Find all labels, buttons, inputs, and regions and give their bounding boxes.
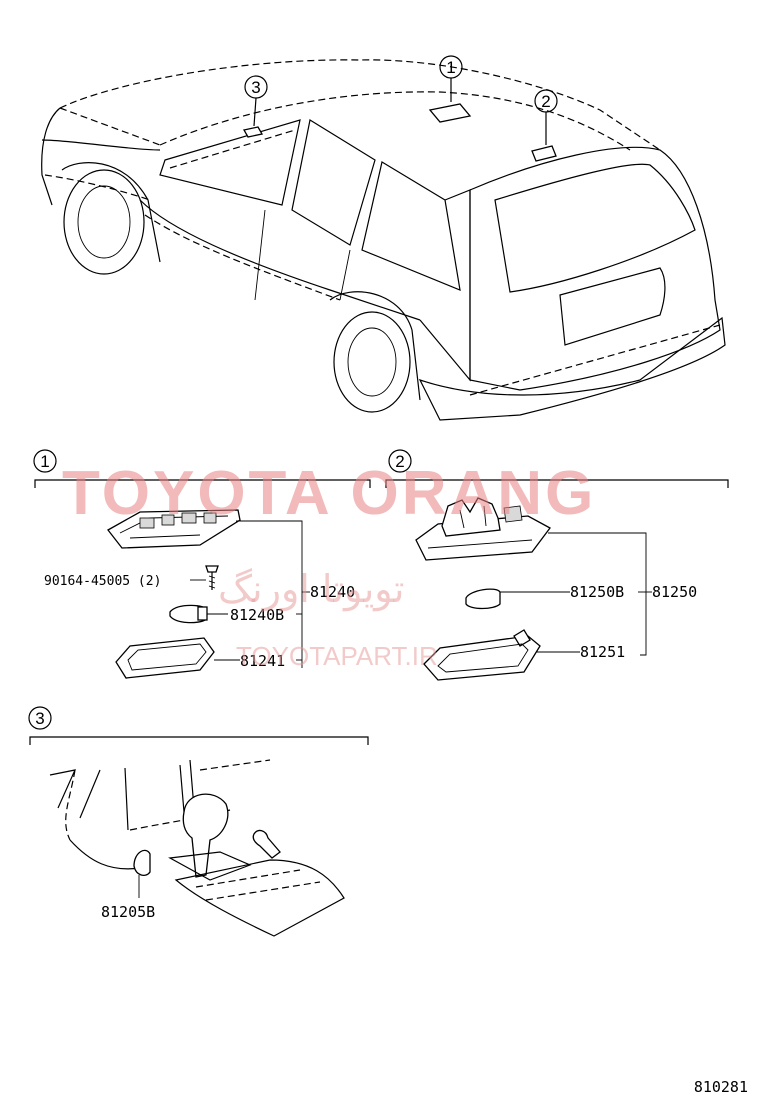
console-illustration bbox=[49, 759, 345, 937]
callout-1: 1 bbox=[439, 55, 463, 102]
bulb-icon bbox=[169, 604, 208, 624]
section-3-marker bbox=[28, 706, 52, 730]
section-3: 3 81205B bbox=[28, 706, 369, 937]
part-81240B: 81240B bbox=[230, 606, 284, 624]
section-3-label: 3 bbox=[35, 709, 44, 728]
callout-2: 2 bbox=[534, 89, 558, 145]
section-1: 1 bbox=[33, 449, 371, 679]
callout-3-label: 3 bbox=[251, 78, 260, 97]
bulb-icon bbox=[465, 588, 501, 610]
part-81251: 81251 bbox=[580, 643, 625, 661]
watermark: TOYOTA ORANG تویوتا اورنگ TOYOTAPART.IR bbox=[62, 459, 596, 671]
section-2-label: 2 bbox=[395, 452, 404, 471]
callout-3: 3 bbox=[244, 75, 268, 127]
callout-1-label: 1 bbox=[446, 58, 455, 77]
screw-icon bbox=[205, 565, 219, 590]
part-81250: 81250 bbox=[652, 583, 697, 601]
part-screw-number: 90164-45005 (2) bbox=[44, 574, 161, 589]
room-lamp-housing bbox=[107, 509, 241, 549]
watermark-persian: تویوتا اورنگ bbox=[218, 567, 405, 612]
lamp-lens bbox=[115, 637, 215, 679]
part-81250B: 81250B bbox=[570, 583, 624, 601]
section-1-label: 1 bbox=[40, 452, 49, 471]
section-3-bracket bbox=[29, 736, 369, 745]
watermark-brand: TOYOTA ORANG bbox=[62, 459, 596, 528]
watermark-url: TOYOTAPART.IR bbox=[236, 641, 438, 671]
cargo-lamp-housing bbox=[415, 497, 551, 561]
car-illustration bbox=[41, 59, 726, 421]
figure-number: 810281 bbox=[694, 1078, 748, 1096]
part-81205B: 81205B bbox=[101, 903, 155, 921]
section-2: 2 81250B 81250 81251 bbox=[385, 449, 729, 681]
section-1-bracket bbox=[34, 479, 371, 488]
part-81240: 81240 bbox=[310, 583, 355, 601]
section-2-bracket bbox=[385, 479, 729, 488]
section-1-marker bbox=[33, 449, 57, 473]
cargo-lamp-lens bbox=[423, 629, 541, 681]
part-81241: 81241 bbox=[240, 652, 285, 670]
bulb-icon bbox=[133, 849, 151, 877]
section-2-marker bbox=[388, 449, 412, 473]
callout-2-label: 2 bbox=[541, 92, 550, 111]
